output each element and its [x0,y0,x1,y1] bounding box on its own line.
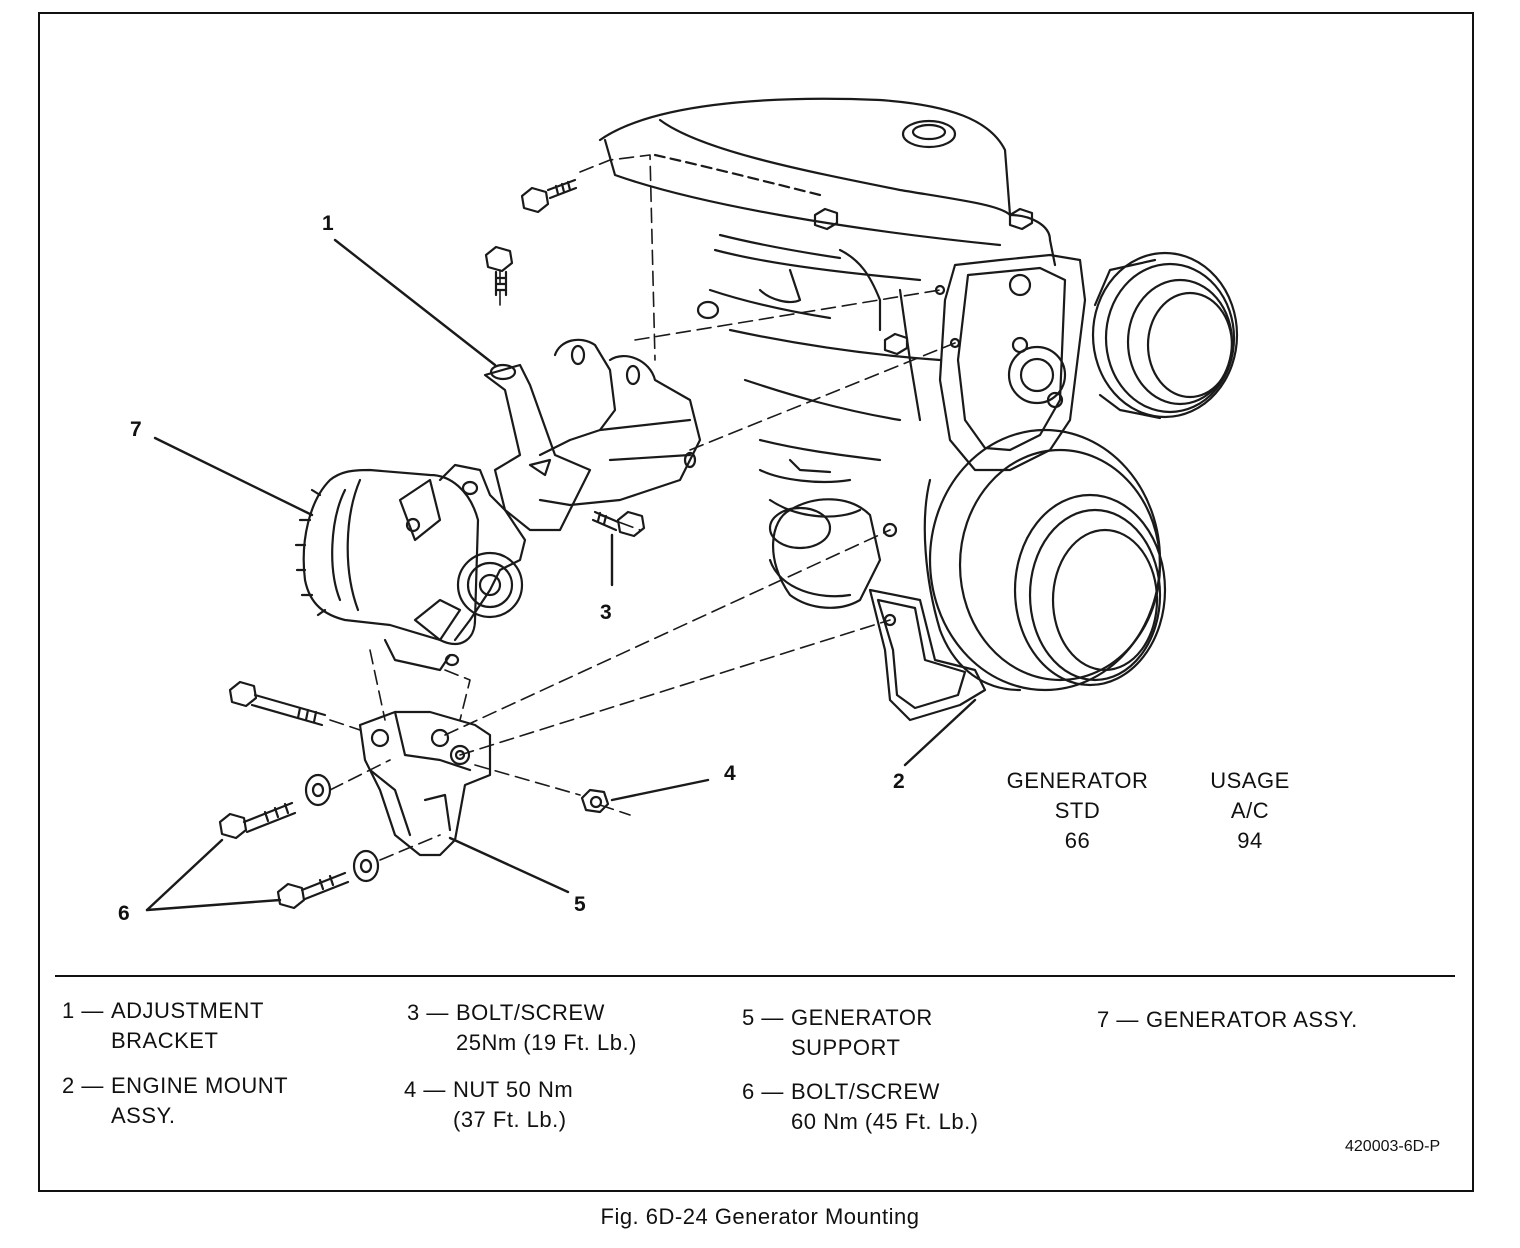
figure-code: 420003-6D-P [1345,1138,1441,1155]
fasteners [218,178,646,910]
legend-number: 4 — [404,1077,446,1102]
usage-ac: A/C [1230,798,1270,823]
legend-divider [55,975,1455,977]
callout-5: 5 [574,893,586,916]
usage-value: 94 [1237,828,1263,853]
callout-2: 2 [893,770,905,793]
legend-text: NUT 50 Nm(37 Ft. Lb.) [453,1077,574,1132]
generator-std: STD [1054,798,1101,823]
callout-1: 1 [322,212,334,235]
usage-table-generator-column: GENERATOR STD 66 [980,766,1175,856]
callout-6: 6 [118,902,130,925]
generator-value: 66 [1064,828,1091,853]
legend-number: 3 — [407,1000,449,1025]
legend-number: 5 — [742,1005,784,1030]
legend-number: 2 — [62,1073,104,1098]
figure-caption: Fig. 6D-24 Generator Mounting [600,1204,920,1229]
assembly-lines [329,154,956,861]
usage-table-usage-column: USAGE A/C 94 [1190,766,1310,856]
leader-lines [145,238,977,912]
usage-header: USAGE [1210,768,1290,793]
legend-number: 6 — [742,1079,784,1104]
generator-body [294,463,527,672]
engine-block [598,97,1239,722]
adjustment-bracket [483,338,702,532]
callout-4: 4 [724,762,736,785]
legend-number: 1 — [62,998,104,1023]
legend-text: GENERATOR ASSY. [1146,1007,1358,1032]
generator-header: GENERATOR [1006,768,1149,793]
callout-7: 7 [130,418,142,441]
generator-support [358,710,492,857]
legend-number: 7 — [1097,1007,1139,1032]
engine-mount-outline [868,588,987,722]
figure-frame [38,12,1474,1192]
callout-3: 3 [600,601,612,624]
